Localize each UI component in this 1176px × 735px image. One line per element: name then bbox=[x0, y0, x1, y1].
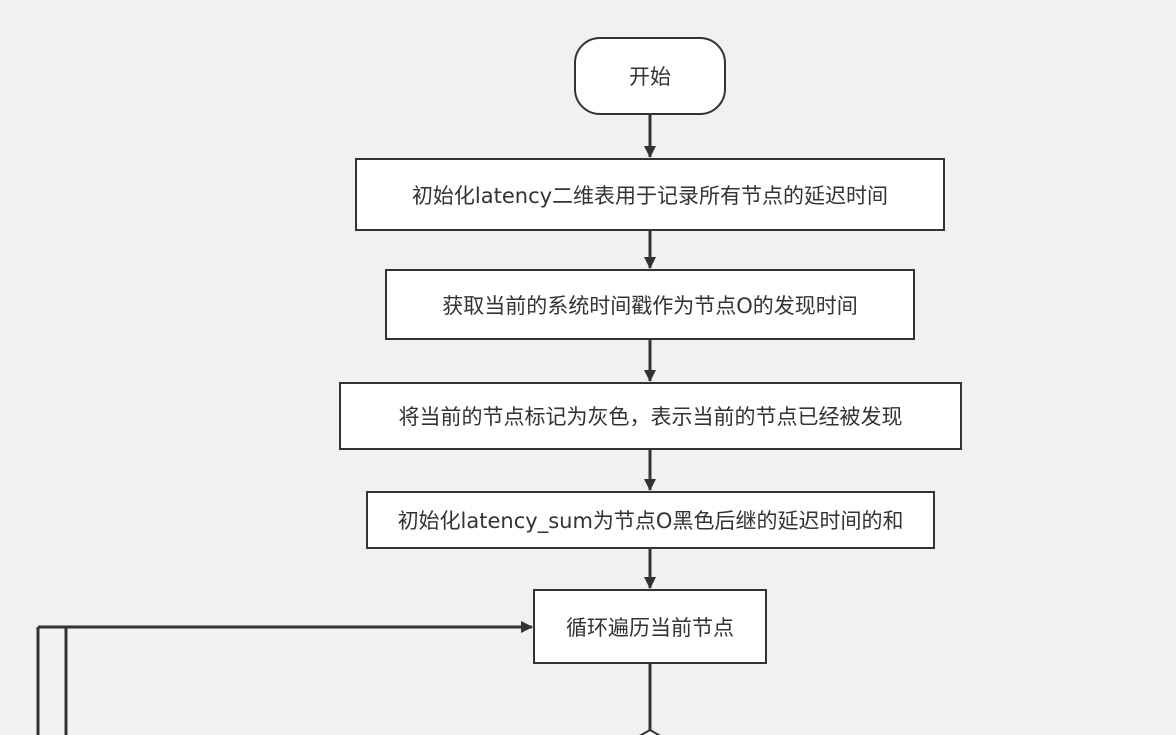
mark-gray-node: 将当前的节点标记为灰色，表示当前的节点已经被发现 bbox=[339, 382, 962, 450]
start-label: 开始 bbox=[629, 65, 671, 89]
decision-node-partial bbox=[639, 728, 661, 735]
get-timestamp-node: 获取当前的系统时间戳作为节点O的发现时间 bbox=[385, 269, 915, 340]
mark-gray-label: 将当前的节点标记为灰色，表示当前的节点已经被发现 bbox=[398, 405, 903, 429]
loop-traverse-node: 循环遍历当前节点 bbox=[533, 589, 767, 664]
init-latency-sum-node: 初始化latency_sum为节点O黑色后继的延迟时间的和 bbox=[366, 491, 935, 549]
init-latency-node: 初始化latency二维表用于记录所有节点的延迟时间 bbox=[355, 158, 945, 231]
get-timestamp-label: 获取当前的系统时间戳作为节点O的发现时间 bbox=[442, 293, 858, 318]
start-node: 开始 bbox=[574, 37, 726, 115]
init-latency-label: 初始化latency二维表用于记录所有节点的延迟时间 bbox=[411, 183, 889, 208]
loop-traverse-label: 循环遍历当前节点 bbox=[566, 615, 734, 640]
init-latency-sum-label: 初始化latency_sum为节点O黑色后继的延迟时间的和 bbox=[397, 509, 904, 533]
